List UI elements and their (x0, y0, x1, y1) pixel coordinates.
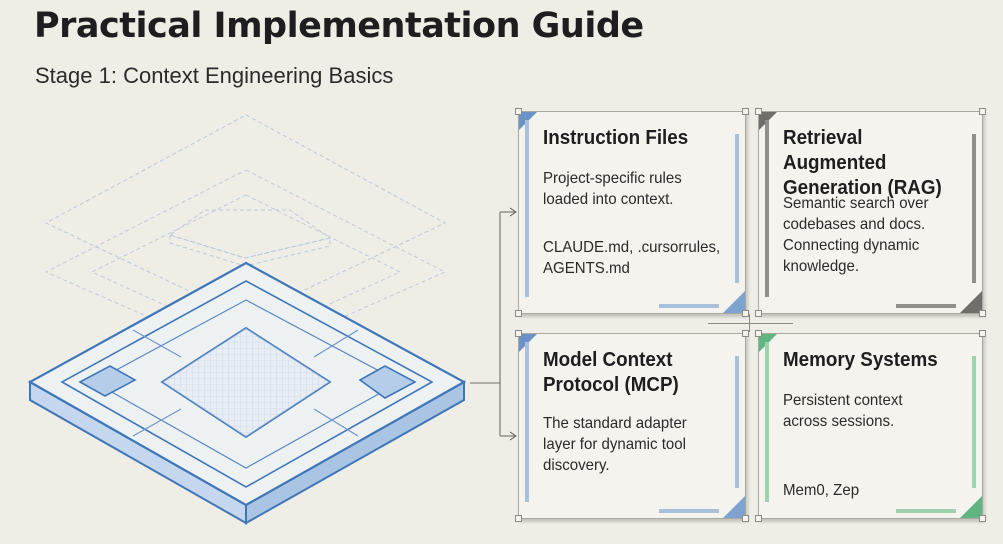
card-description: Persistent context across sessions. (783, 392, 903, 430)
card-title: Model Context Protocol (MCP) (543, 349, 679, 396)
corner-handle (742, 330, 749, 337)
card-description: The standard adapter layer for dynamic t… (543, 415, 687, 474)
accent-bar-right (972, 134, 976, 283)
accent-bar-bottom (659, 509, 719, 513)
corner-handle (755, 515, 762, 522)
corner-handle (979, 515, 986, 522)
isometric-stack-illustration (27, 114, 517, 525)
accent-bar-left (765, 342, 769, 502)
chip-pad-right (358, 365, 417, 399)
accent-bar-right (735, 134, 739, 283)
card-title: Memory Systems (783, 349, 938, 371)
card-examples: Mem0, Zep (783, 482, 860, 499)
corner-handle (755, 330, 762, 337)
card-title: Instruction Files (543, 127, 689, 149)
page-title: Practical Implementation Guide (34, 6, 644, 46)
chip-pad-left (78, 365, 137, 397)
accent-bar-right (972, 356, 976, 488)
accent-bar-bottom (659, 304, 719, 308)
accent-bar-bottom (896, 509, 956, 513)
corner-handle (755, 108, 762, 115)
corner-handle (515, 108, 522, 115)
page-subtitle: Stage 1: Context Engineering Basics (35, 63, 394, 88)
accent-bar-left (765, 120, 769, 297)
corner-handle (755, 310, 762, 317)
card-examples: CLAUDE.md, .cursorrules, AGENTS.md (543, 239, 721, 277)
card-memory-systems: Memory Systems Persistent context across… (755, 330, 986, 522)
accent-bar-bottom (896, 304, 956, 308)
corner-handle (742, 310, 749, 317)
corner-handle (979, 330, 986, 337)
card-separator-horizontal (708, 323, 793, 324)
card-description: Semantic search over codebases and docs.… (783, 195, 929, 275)
corner-accent-icon (960, 496, 982, 518)
corner-handle (742, 108, 749, 115)
corner-handle (515, 330, 522, 337)
card-instruction-files: Instruction Files Project-specific rules… (515, 108, 749, 317)
card-title: Retrieval Augmented Generation (RAG) (783, 127, 942, 199)
corner-accent-icon (723, 291, 745, 313)
card-retrieval-augmented-generation: Retrieval Augmented Generation (RAG) Sem… (755, 108, 986, 317)
dashed-layer-top (44, 114, 447, 319)
accent-bar-right (735, 356, 739, 488)
corner-handle (515, 310, 522, 317)
card-description: Project-specific rules loaded into conte… (543, 170, 682, 208)
corner-accent-icon (960, 291, 982, 313)
chip-core-grid (160, 326, 332, 439)
accent-bar-left (525, 342, 529, 502)
connector-lines (470, 207, 517, 441)
corner-accent-icon (723, 496, 745, 518)
base-chip-layer (27, 261, 467, 525)
card-separator-vertical (749, 314, 750, 332)
card-model-context-protocol: Model Context Protocol (MCP) The standar… (515, 330, 749, 522)
corner-handle (515, 515, 522, 522)
corner-handle (742, 515, 749, 522)
accent-bar-left (525, 120, 529, 297)
corner-handle (979, 310, 986, 317)
corner-handle (979, 108, 986, 115)
